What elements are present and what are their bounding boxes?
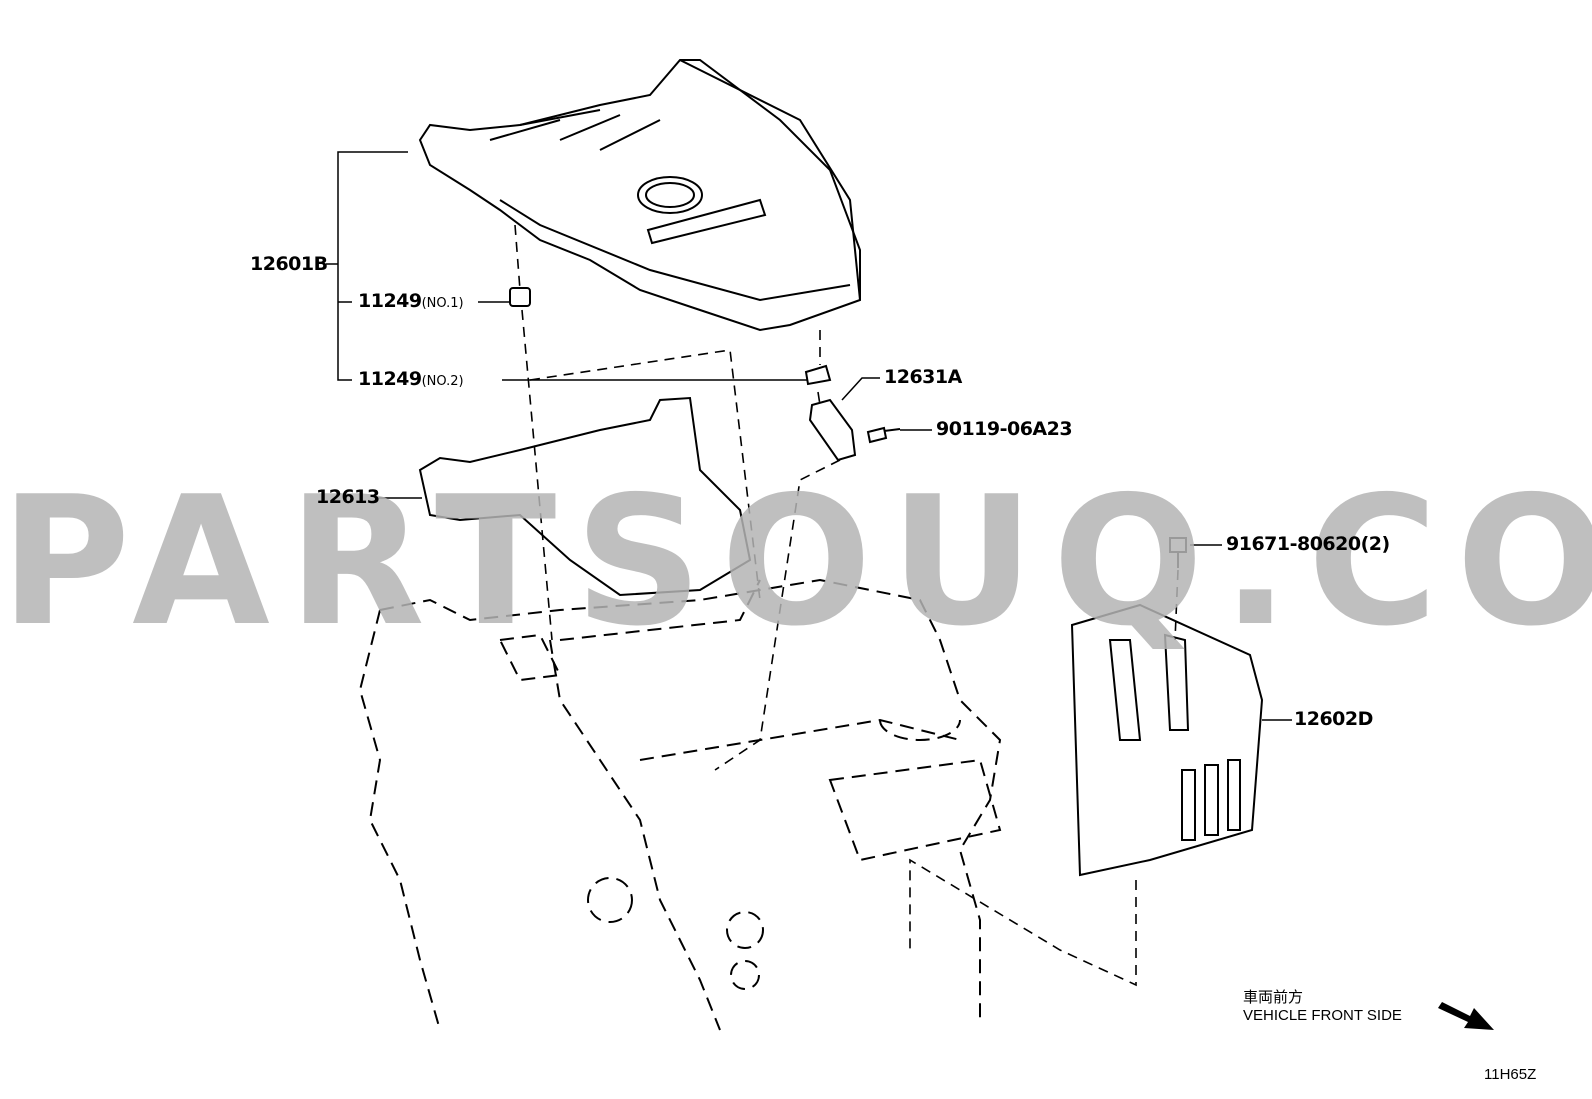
callout-number: 11249 (358, 368, 422, 390)
callout-90119-06A23[interactable]: 90119-06A23 (936, 418, 1073, 440)
callout-12601B[interactable]: 12601B (250, 253, 328, 275)
callout-12602D[interactable]: 12602D (1294, 708, 1373, 730)
direction-label-japanese: 車両前方 (1243, 989, 1304, 1006)
bolt-drawing (866, 426, 901, 444)
callout-suffix: (NO.2) (421, 374, 464, 389)
cushion-no1-drawing (509, 287, 531, 307)
callout-11249-no1[interactable]: 11249(NO.1) (358, 290, 464, 312)
direction-label-english: VEHICLE FRONT SIDE (1243, 1007, 1402, 1024)
assembly-guide-lines (514, 224, 1179, 987)
engine-outline (358, 578, 1002, 1031)
clip-drawing (1169, 537, 1187, 568)
callout-91671-80620[interactable]: 91671-80620(2) (1226, 533, 1390, 555)
callout-12613[interactable]: 12613 (316, 486, 380, 508)
diagram-code: 11H65Z (1484, 1066, 1537, 1083)
front-direction-arrow-icon (1438, 1002, 1494, 1030)
callout-11249-no2[interactable]: 11249(NO.2) (358, 368, 464, 390)
side-cover-drawing (1070, 603, 1264, 877)
leader-lines (326, 151, 1292, 721)
callout-number: 11249 (358, 290, 422, 312)
bracket-drawing (808, 398, 857, 462)
callout-12631A[interactable]: 12631A (884, 366, 962, 388)
insulator-drawing (418, 396, 752, 597)
engine-cover-drawing (418, 59, 861, 332)
callout-suffix: (NO.1) (421, 296, 464, 311)
cushion-no2-drawing (804, 364, 832, 386)
